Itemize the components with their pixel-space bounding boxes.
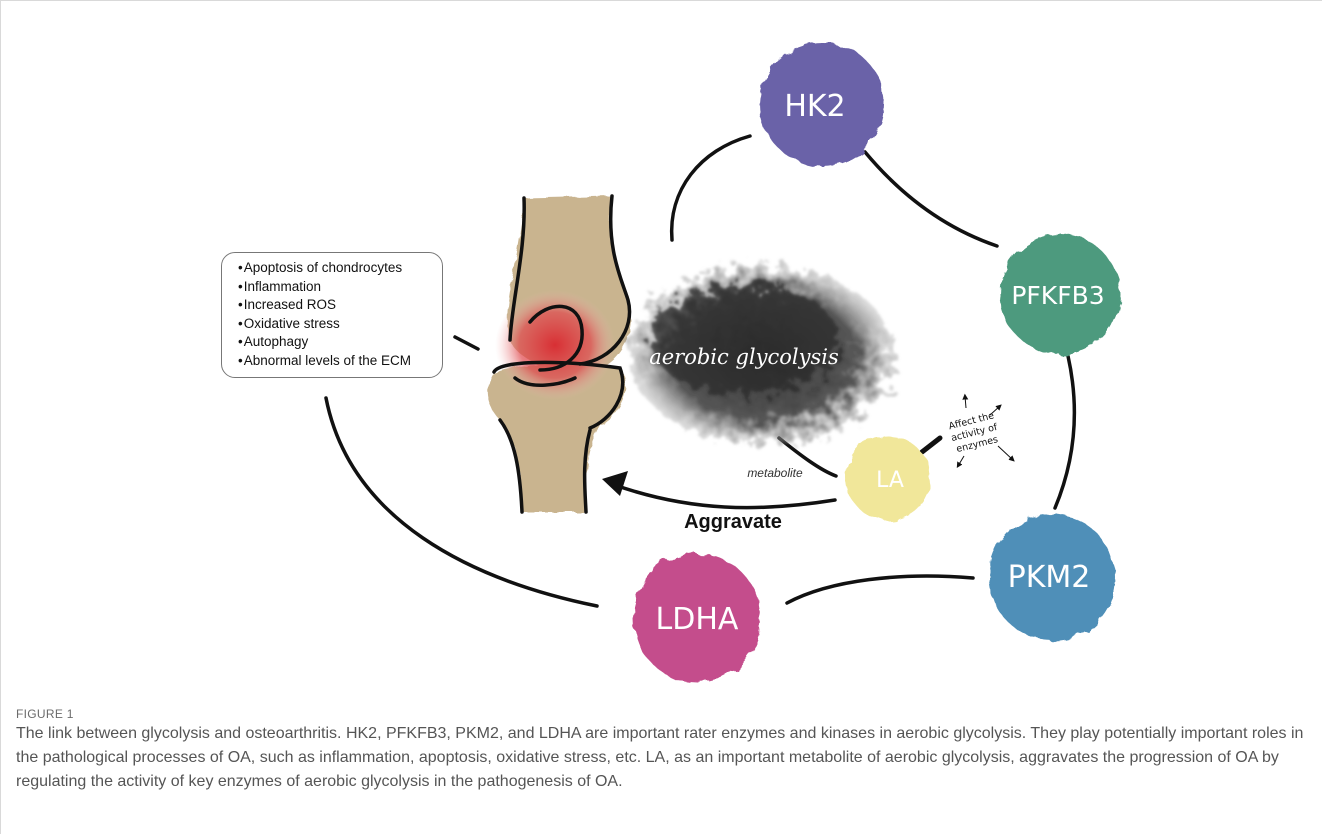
pathology-effects-box: Apoptosis of chondrocytesInflammationInc… — [221, 252, 443, 378]
lactate-node: LA — [846, 436, 930, 520]
enzyme-ldha-label: LDHA — [656, 602, 739, 637]
enzyme-ldha: LDHA — [633, 554, 761, 682]
glycolysis-oa-diagram: aerobic glycolysis HK2 PFKFB3 PKM2 LDHA … — [0, 0, 1322, 700]
figure-caption: The link between glycolysis and osteoart… — [16, 722, 1306, 794]
connector-pkm2-ldha — [787, 576, 973, 603]
enzyme-hk2: HK2 — [760, 42, 884, 166]
glycolysis-cloud: aerobic glycolysis — [630, 265, 894, 445]
connector-box-joint — [455, 337, 478, 349]
effect-item: Autophagy — [238, 333, 432, 352]
effect-item: Abnormal levels of the ECM — [238, 352, 432, 371]
effect-item: Apoptosis of chondrocytes — [238, 259, 432, 278]
figure-label: FIGURE 1 — [16, 707, 74, 721]
affect-arrow-up — [965, 396, 966, 408]
aggravate-label: Aggravate — [684, 511, 782, 533]
connector-pfkfb3-pkm2 — [1055, 356, 1074, 508]
glycolysis-label: aerobic glycolysis — [649, 345, 839, 369]
connector-hk2-pfkfb3 — [865, 152, 997, 246]
effect-item: Inflammation — [238, 278, 432, 297]
metabolite-label: metabolite — [747, 466, 803, 480]
effect-item: Increased ROS — [238, 296, 432, 315]
enzyme-pkm2: PKM2 — [989, 514, 1115, 640]
enzyme-hk2-label: HK2 — [784, 89, 845, 124]
lactate-label: LA — [876, 468, 904, 493]
effects-list: Apoptosis of chondrocytesInflammationInc… — [238, 259, 432, 370]
knee-joint — [488, 196, 632, 512]
aggravate-arrowhead — [602, 471, 628, 496]
enzyme-pfkfb3-label: PFKFB3 — [1011, 281, 1104, 310]
enzyme-pfkfb3: PFKFB3 — [1000, 234, 1120, 354]
aggravate-arrow — [612, 484, 835, 508]
effect-item: Oxidative stress — [238, 315, 432, 334]
affect-annotation: Affect the activity of enzymes — [947, 396, 1013, 466]
affect-arrow-downright — [998, 446, 1013, 460]
connector-la-affect — [922, 438, 940, 452]
connector-glycolysis-hk2 — [672, 136, 750, 240]
enzyme-pkm2-label: PKM2 — [1008, 560, 1091, 595]
affect-arrow-downleft — [958, 456, 964, 466]
